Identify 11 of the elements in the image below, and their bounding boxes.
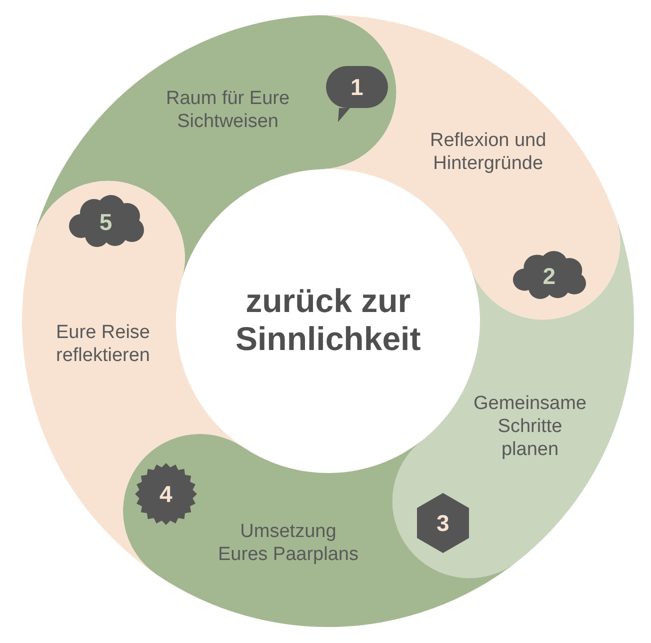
step-number: 4 xyxy=(159,482,172,506)
segment-label: Eure Reise reflektieren xyxy=(56,321,150,367)
segment-label: Gemeinsame Schritte planen xyxy=(474,392,586,460)
step-number: 1 xyxy=(350,75,364,100)
segment-label: Umsetzung Eures Paarplans xyxy=(218,520,358,566)
step-number: 5 xyxy=(99,210,112,234)
center-title: zurück zur Sinnlichkeit xyxy=(236,282,421,358)
step-number: 2 xyxy=(542,264,556,288)
segment-label: Reflexion und Hintergründe xyxy=(430,129,546,175)
segment-label: Raum für Eure Sichtweisen xyxy=(166,87,290,133)
step-number: 3 xyxy=(436,511,450,536)
